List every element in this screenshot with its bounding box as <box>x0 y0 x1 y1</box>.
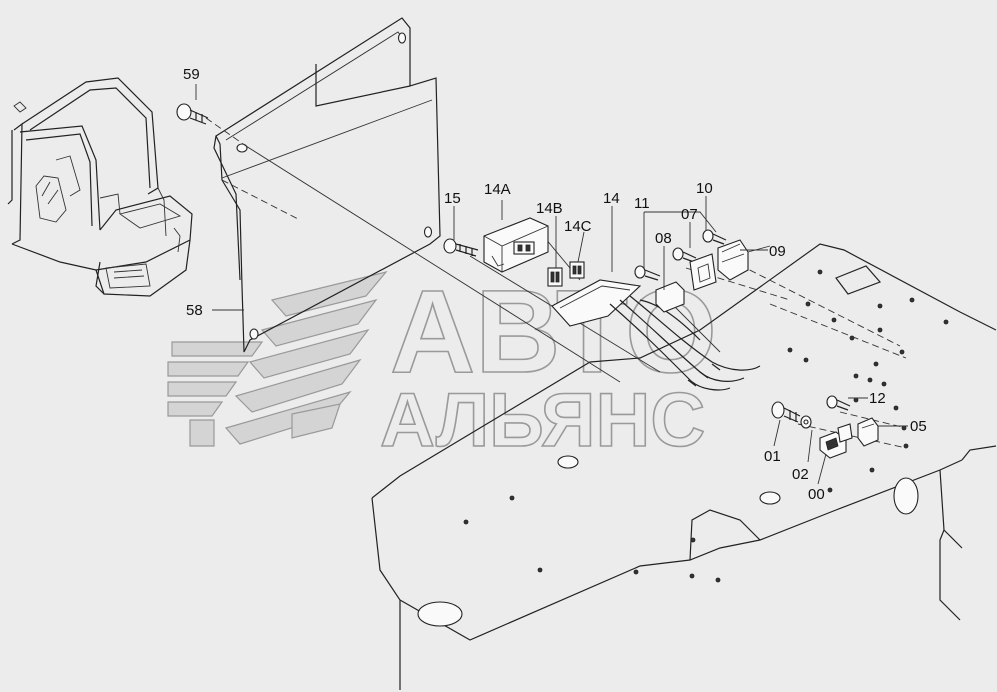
callout-02: 02 <box>792 466 809 483</box>
bolt-15 <box>443 238 479 257</box>
excavator-cab-illustration <box>7 77 193 297</box>
connector-14b <box>547 267 563 287</box>
callout-05: 05 <box>910 418 927 435</box>
bolt-11 <box>634 265 661 281</box>
callout-leaders <box>195 84 908 485</box>
callout-14a: 14A <box>484 181 511 198</box>
wiring-harness <box>551 279 761 391</box>
callout-12: 12 <box>869 390 886 407</box>
watermark-line-2: АЛЬЯНС <box>380 378 705 463</box>
bracket-09 <box>717 239 771 281</box>
callout-10: 10 <box>696 180 713 197</box>
callout-09: 09 <box>769 243 786 260</box>
callout-labels: 59 58 15 14A 14B 14C 14 11 10 07 08 09 1… <box>183 66 927 503</box>
connector-14c <box>569 261 585 279</box>
watermark-emblem <box>167 270 388 447</box>
callout-11: 11 <box>634 195 650 212</box>
callout-07: 07 <box>681 206 698 223</box>
callout-14: 14 <box>603 190 620 207</box>
clip-00-02 <box>819 423 853 459</box>
callout-58: 58 <box>186 302 203 319</box>
callout-01: 01 <box>764 448 781 465</box>
callout-08: 08 <box>655 230 672 247</box>
bracket-plate-58 <box>213 17 441 353</box>
clip-05 <box>857 417 879 447</box>
callout-59: 59 <box>183 66 200 83</box>
floor-plate <box>371 243 997 690</box>
watermark: АВТО АЛЬЯНС <box>167 265 718 464</box>
clamp-08 <box>655 253 717 313</box>
callout-14c: 14C <box>564 218 592 235</box>
bolt-59 <box>176 103 209 125</box>
bolt-12 <box>826 395 851 411</box>
relay-14a <box>483 217 549 273</box>
callout-00: 00 <box>808 486 825 503</box>
bolt-10 <box>702 229 727 245</box>
callout-15: 15 <box>444 190 461 207</box>
bolt-01-with-washer <box>771 401 812 429</box>
callout-14b: 14B <box>536 200 563 217</box>
bolt-07 <box>672 247 697 263</box>
